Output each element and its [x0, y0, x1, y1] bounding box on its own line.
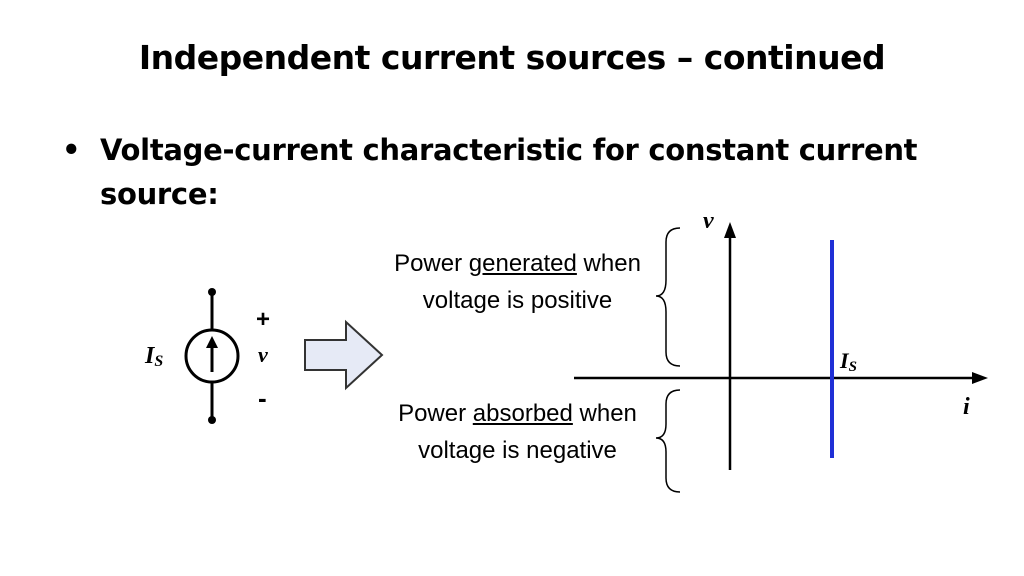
- is-line-label: IS: [839, 348, 857, 375]
- source-label-subscript: S: [154, 353, 163, 370]
- bullet-marker: •: [62, 133, 81, 167]
- brace-absorbed: [655, 389, 681, 493]
- note-generated-keyword: generated: [468, 250, 577, 277]
- arrow-up-icon: [206, 336, 218, 348]
- is-line-label-subscript: S: [849, 359, 857, 375]
- note-generated-prefix: Power: [394, 250, 469, 277]
- plus-label: +: [256, 306, 270, 333]
- source-label-main: I: [144, 343, 156, 369]
- note-absorbed-keyword: absorbed: [472, 400, 573, 427]
- slide-title: Independent current sources – continued: [138, 38, 886, 77]
- note-power-generated: Power generated when voltage is positive: [380, 245, 655, 319]
- v-axis-label: v: [703, 208, 714, 234]
- v-axis-arrowhead: [724, 222, 736, 238]
- note-generated-suffix: when voltage is positive: [422, 250, 641, 314]
- is-line-label-main: I: [839, 348, 850, 373]
- brace-generated: [655, 227, 681, 367]
- terminal-top: [208, 288, 216, 296]
- note-absorbed-suffix: when voltage is negative: [418, 400, 637, 464]
- note-absorbed-prefix: Power: [398, 400, 473, 427]
- right-arrow-icon: [304, 319, 384, 391]
- source-label: IS: [144, 343, 163, 370]
- voltage-label: v: [258, 342, 268, 367]
- i-axis-label: i: [963, 394, 970, 420]
- bullet-text: Voltage-current characteristic for const…: [100, 133, 918, 211]
- i-axis-arrowhead: [972, 372, 988, 384]
- current-source-symbol: [184, 288, 240, 424]
- minus-label: -: [258, 383, 267, 413]
- note-power-absorbed: Power absorbed when voltage is negative: [380, 395, 655, 469]
- terminal-bottom: [208, 416, 216, 424]
